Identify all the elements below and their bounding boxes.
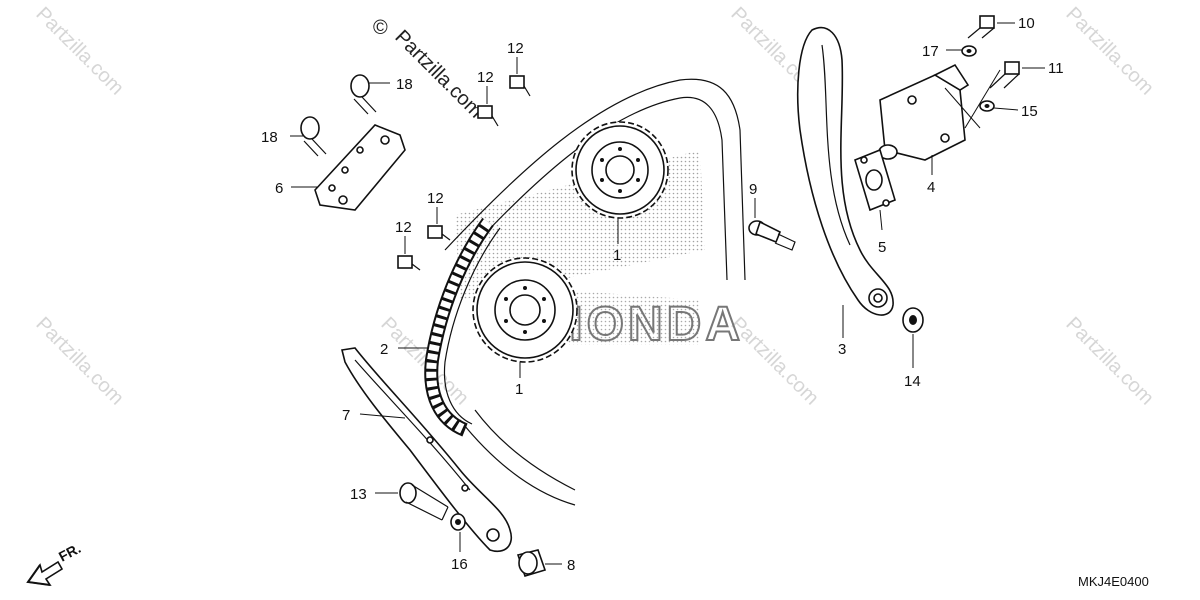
callout-4: 4: [927, 179, 935, 196]
callout-6: 6: [275, 180, 283, 197]
callout-15: 15: [1021, 103, 1038, 120]
watermark-brand-main: Partzilla.com: [390, 26, 487, 123]
callout-16: 16: [451, 556, 468, 573]
callout-7: 7: [342, 407, 350, 424]
collar-8: [516, 549, 547, 577]
bolt-11: [989, 61, 1020, 89]
bolt-10: [967, 15, 995, 39]
callout-13: 13: [350, 486, 367, 503]
partzilla-main-watermark: © Partzilla.com: [373, 17, 487, 122]
callout-8: 8: [567, 557, 575, 574]
washer-17: [961, 45, 977, 57]
callout-3: 3: [838, 341, 846, 358]
cam-chain-guide: [341, 347, 512, 552]
callout-labels: 10 11 15 17 4 5 9 3 14 12 12 12 12 18 18…: [261, 15, 1064, 574]
bolt-13: [399, 482, 449, 521]
chain-guide-plate: [314, 124, 406, 211]
callout-5: 5: [878, 239, 886, 256]
callout-12-a: 12: [507, 40, 524, 57]
cam-sprocket-lower: [472, 257, 578, 363]
washer-15: [979, 100, 995, 112]
bolt-12-b: [477, 105, 499, 127]
callout-1-upper: 1: [613, 247, 621, 264]
callout-9: 9: [749, 181, 757, 198]
bolt-18-upper: [350, 74, 377, 115]
washer-14: [902, 307, 924, 333]
tensioner-lifter: [878, 63, 970, 161]
watermark-brand: Partzilla.com: [31, 313, 128, 410]
watermark-brand: Partzilla.com: [1061, 313, 1158, 410]
diagram-code: MKJ4E0400: [1078, 574, 1149, 589]
cam-sprocket-upper: [571, 121, 669, 219]
callout-12-b: 12: [477, 69, 494, 86]
callout-1-lower: 1: [515, 381, 523, 398]
callout-12-c: 12: [427, 190, 444, 207]
washer-16: [450, 513, 466, 531]
callout-2: 2: [380, 341, 388, 358]
bolt-12-d: [397, 255, 421, 271]
chain-loop-outline: [444, 78, 746, 506]
callout-18-b: 18: [261, 129, 278, 146]
bolt-12-a: [509, 75, 531, 97]
cam-chain-tensioner-arm: [796, 26, 894, 316]
tensioner-gasket: [854, 148, 896, 212]
cam-chain: [424, 217, 501, 437]
honda-logo-text: HONDA: [548, 298, 744, 351]
copyright-symbol: ©: [373, 17, 388, 39]
leader-lines: [290, 22, 1045, 565]
pivot-bolt-9: [748, 220, 796, 251]
callout-10: 10: [1018, 15, 1035, 32]
watermark-brand: Partzilla.com: [31, 3, 128, 100]
callout-12-d: 12: [395, 219, 412, 236]
front-direction-arrow-icon: FR.: [26, 540, 83, 587]
watermark-brand: Partzilla.com: [1061, 3, 1158, 100]
callout-18-a: 18: [396, 76, 413, 93]
callout-17: 17: [922, 43, 939, 60]
callout-11: 11: [1048, 60, 1064, 77]
bolt-12-c: [427, 225, 451, 241]
front-direction-label: FR.: [56, 540, 83, 565]
bolt-18-lower: [300, 116, 327, 157]
callout-14: 14: [904, 373, 921, 390]
